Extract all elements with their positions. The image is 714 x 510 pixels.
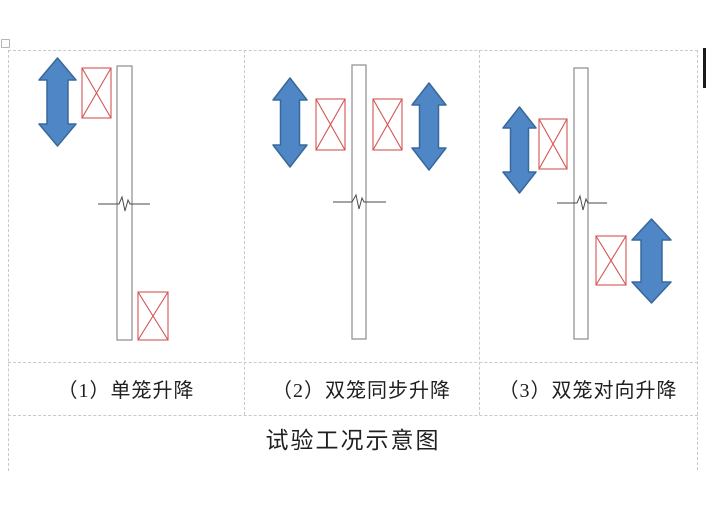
cage-symbol (315, 98, 346, 151)
cage-symbol (81, 67, 112, 119)
updown-arrow-icon (631, 218, 672, 304)
caption-cell-twin-cage-opposite: （3）双笼对向升降 (498, 380, 678, 402)
cage-symbol (372, 98, 403, 151)
break-mark-icon (333, 193, 386, 210)
break-mark-icon (557, 194, 607, 211)
cage-symbol (538, 118, 568, 170)
cage-symbol (137, 291, 169, 341)
table-title: 试验工况示意图 (265, 428, 441, 453)
updown-arrow-icon (502, 106, 537, 194)
cage-symbol (595, 235, 627, 286)
guide-rail (116, 65, 133, 341)
break-mark-icon (98, 195, 150, 212)
updown-arrow-icon (272, 77, 308, 168)
table-move-handle[interactable] (1, 39, 10, 48)
updown-arrow-icon (411, 82, 447, 171)
updown-arrow-icon (38, 57, 77, 147)
caption-cell-twin-cage-sync: （2）双笼同步升降 (272, 380, 451, 402)
caption-cell-single-cage: （1）单笼升降 (57, 380, 195, 402)
text-cursor (703, 48, 706, 88)
